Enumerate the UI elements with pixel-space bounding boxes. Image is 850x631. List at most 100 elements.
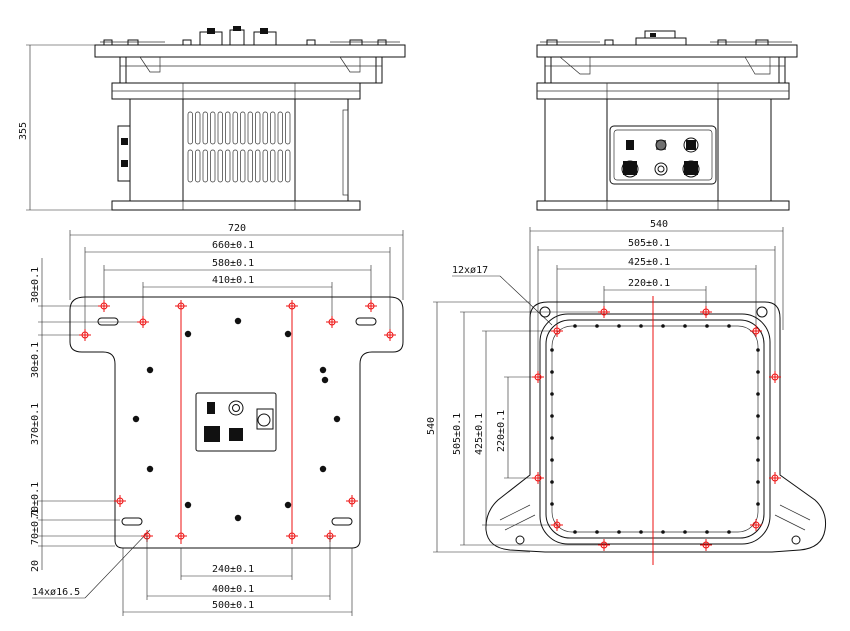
bolt [146, 465, 154, 473]
side-elevation-view [536, 30, 798, 211]
screw-hole [639, 324, 643, 328]
bolt [184, 330, 192, 338]
vent-slot [255, 111, 261, 145]
dim-v-70b: 70±0.1 [30, 509, 41, 545]
dim-v-70a: 70±0.1 [30, 482, 41, 518]
mounting-hole [598, 539, 610, 551]
vent-slot [262, 111, 268, 145]
bolt [319, 366, 327, 374]
screw-hole [573, 324, 577, 328]
vent-slot [270, 149, 276, 183]
vent-slot [232, 111, 238, 145]
screw-hole [756, 348, 760, 352]
mounting-hole [551, 325, 563, 337]
screw-hole [550, 414, 554, 418]
vent-slot [187, 149, 193, 183]
vent-slot [247, 149, 253, 183]
mounting-hole [551, 519, 563, 531]
screw-hole [595, 530, 599, 534]
vent-slot [240, 111, 246, 145]
mounting-hole [79, 329, 91, 341]
dim-r-h425: 425±0.1 [474, 413, 485, 455]
plan-view-right: 540 505±0.1 425±0.1 220±0.1 12xø17 540 5… [426, 219, 826, 565]
mounting-hole [114, 495, 126, 507]
mounting-hole [365, 300, 377, 312]
vent-slot [202, 149, 208, 183]
mounting-hole [175, 300, 187, 312]
bolt [284, 501, 292, 509]
bolt [321, 376, 329, 384]
dim-400: 400±0.1 [212, 584, 254, 595]
mounting-hole [750, 325, 762, 337]
plan-view-left: 720 660±0.1 580±0.1 410±0.1 30±0.1 30±0.… [30, 223, 404, 616]
screw-hole [756, 370, 760, 374]
dim-r-540: 540 [650, 219, 668, 230]
mounting-hole [326, 316, 338, 328]
dim-v-30a: 30±0.1 [30, 267, 41, 303]
bolt [146, 366, 154, 374]
screw-hole [639, 530, 643, 534]
dim-height-355: 355 [18, 122, 29, 140]
dim-v-20: 20 [30, 560, 41, 572]
screw-hole [756, 436, 760, 440]
vent-slot [217, 149, 223, 183]
bolt [234, 317, 242, 325]
hole-callout-left: 14xø16.5 [32, 587, 80, 598]
screw-hole [595, 324, 599, 328]
mounting-hole [700, 539, 712, 551]
vent-slot [277, 111, 283, 145]
mounting-hole [98, 300, 110, 312]
screw-hole [756, 458, 760, 462]
vent-slot [225, 111, 231, 145]
vent-slot [255, 149, 261, 183]
screw-hole [573, 530, 577, 534]
dim-660: 660±0.1 [212, 240, 254, 251]
dim-v-30b: 30±0.1 [30, 342, 41, 378]
mounting-hole [286, 530, 298, 542]
bolt [319, 465, 327, 473]
screw-hole [661, 530, 665, 534]
dim-410: 410±0.1 [212, 275, 254, 286]
bolt [333, 415, 341, 423]
mounting-hole [532, 371, 544, 383]
dim-r-220: 220±0.1 [628, 278, 670, 289]
dim-r-h540: 540 [426, 417, 437, 435]
vent-slot [270, 111, 276, 145]
mounting-hole [286, 300, 298, 312]
mounting-hole [700, 306, 712, 318]
bolt [284, 330, 292, 338]
mounting-hole [137, 316, 149, 328]
screw-hole [727, 324, 731, 328]
screw-hole [550, 370, 554, 374]
vent-slot [217, 111, 223, 145]
vent-slot [285, 149, 291, 183]
vent-slot [285, 111, 291, 145]
screw-hole [550, 458, 554, 462]
vent-slot [210, 111, 216, 145]
vent-slot [187, 111, 193, 145]
screw-hole [756, 502, 760, 506]
mounting-hole [384, 329, 396, 341]
screw-hole [756, 414, 760, 418]
vent-slot [202, 111, 208, 145]
bolt [132, 415, 140, 423]
vent-slot [195, 111, 201, 145]
dim-r-h505: 505±0.1 [452, 413, 463, 455]
hole-callout-right: 12xø17 [452, 265, 488, 276]
screw-hole [617, 530, 621, 534]
screw-hole [550, 436, 554, 440]
dim-r-505: 505±0.1 [628, 238, 670, 249]
dim-v-370: 370±0.1 [30, 403, 41, 445]
vent-slot [262, 149, 268, 183]
front-elevation-view: 355 [18, 26, 406, 211]
vent-slot [240, 149, 246, 183]
dim-240: 240±0.1 [212, 564, 254, 575]
screw-hole [683, 324, 687, 328]
vent-slot [277, 149, 283, 183]
mounting-hole [750, 519, 762, 531]
screw-hole [550, 480, 554, 484]
screw-hole [756, 392, 760, 396]
dim-500: 500±0.1 [212, 600, 254, 611]
vent-slot [232, 149, 238, 183]
